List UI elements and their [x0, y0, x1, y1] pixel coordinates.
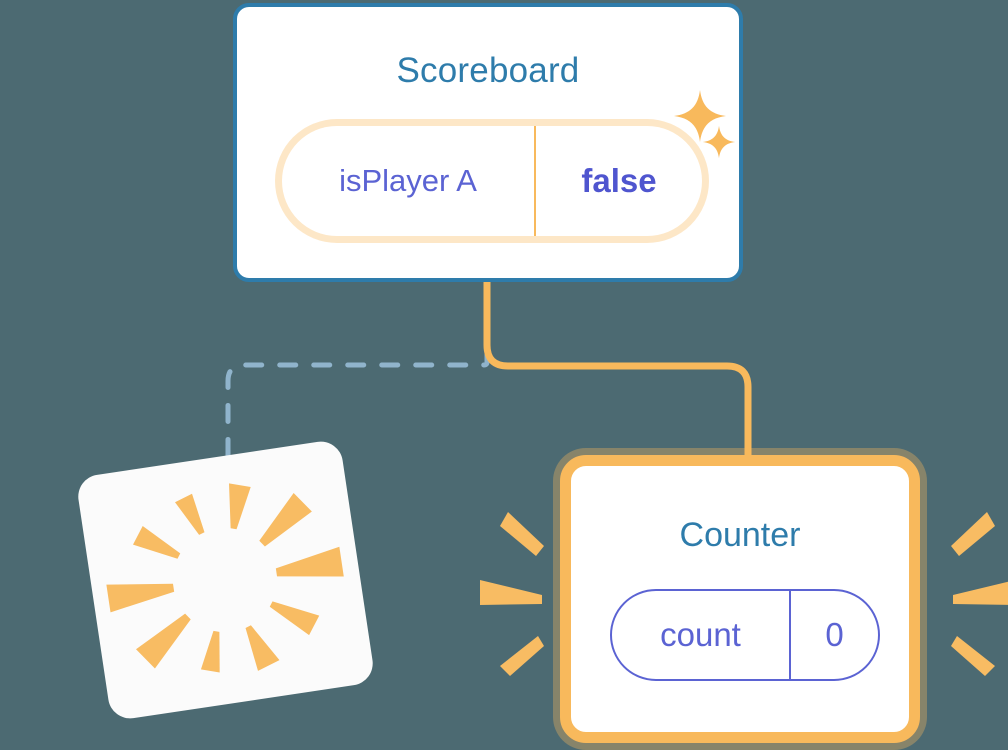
counter-burst-right-icon: [951, 512, 1008, 676]
scoreboard-state-value: false: [581, 162, 657, 199]
connector-scoreboard-to-blank-card: [225, 280, 490, 473]
blank-card-burst-icon: [106, 483, 344, 673]
blank-card[interactable]: [75, 438, 376, 722]
counter-state-key: count: [612, 591, 791, 679]
connector-scoreboard-to-counter: [483, 282, 752, 460]
counter-state-value: 0: [825, 616, 844, 653]
counter-card[interactable]: Counter count 0: [560, 455, 920, 743]
counter-title: Counter: [679, 516, 801, 554]
counter-burst-left-icon: [480, 512, 544, 676]
scoreboard-state-pill-inner: isPlayer A false: [282, 126, 702, 236]
scoreboard-state-pill[interactable]: isPlayer A false: [282, 126, 702, 236]
counter-state-pill[interactable]: count 0: [610, 589, 880, 681]
sparkle-large-icon: [674, 90, 726, 142]
scoreboard-title: Scoreboard: [396, 51, 580, 90]
sparkle-small-icon: [702, 125, 736, 159]
scoreboard-card[interactable]: Scoreboard isPlayer A false: [233, 3, 743, 282]
scoreboard-state-key: isPlayer A: [282, 126, 536, 236]
